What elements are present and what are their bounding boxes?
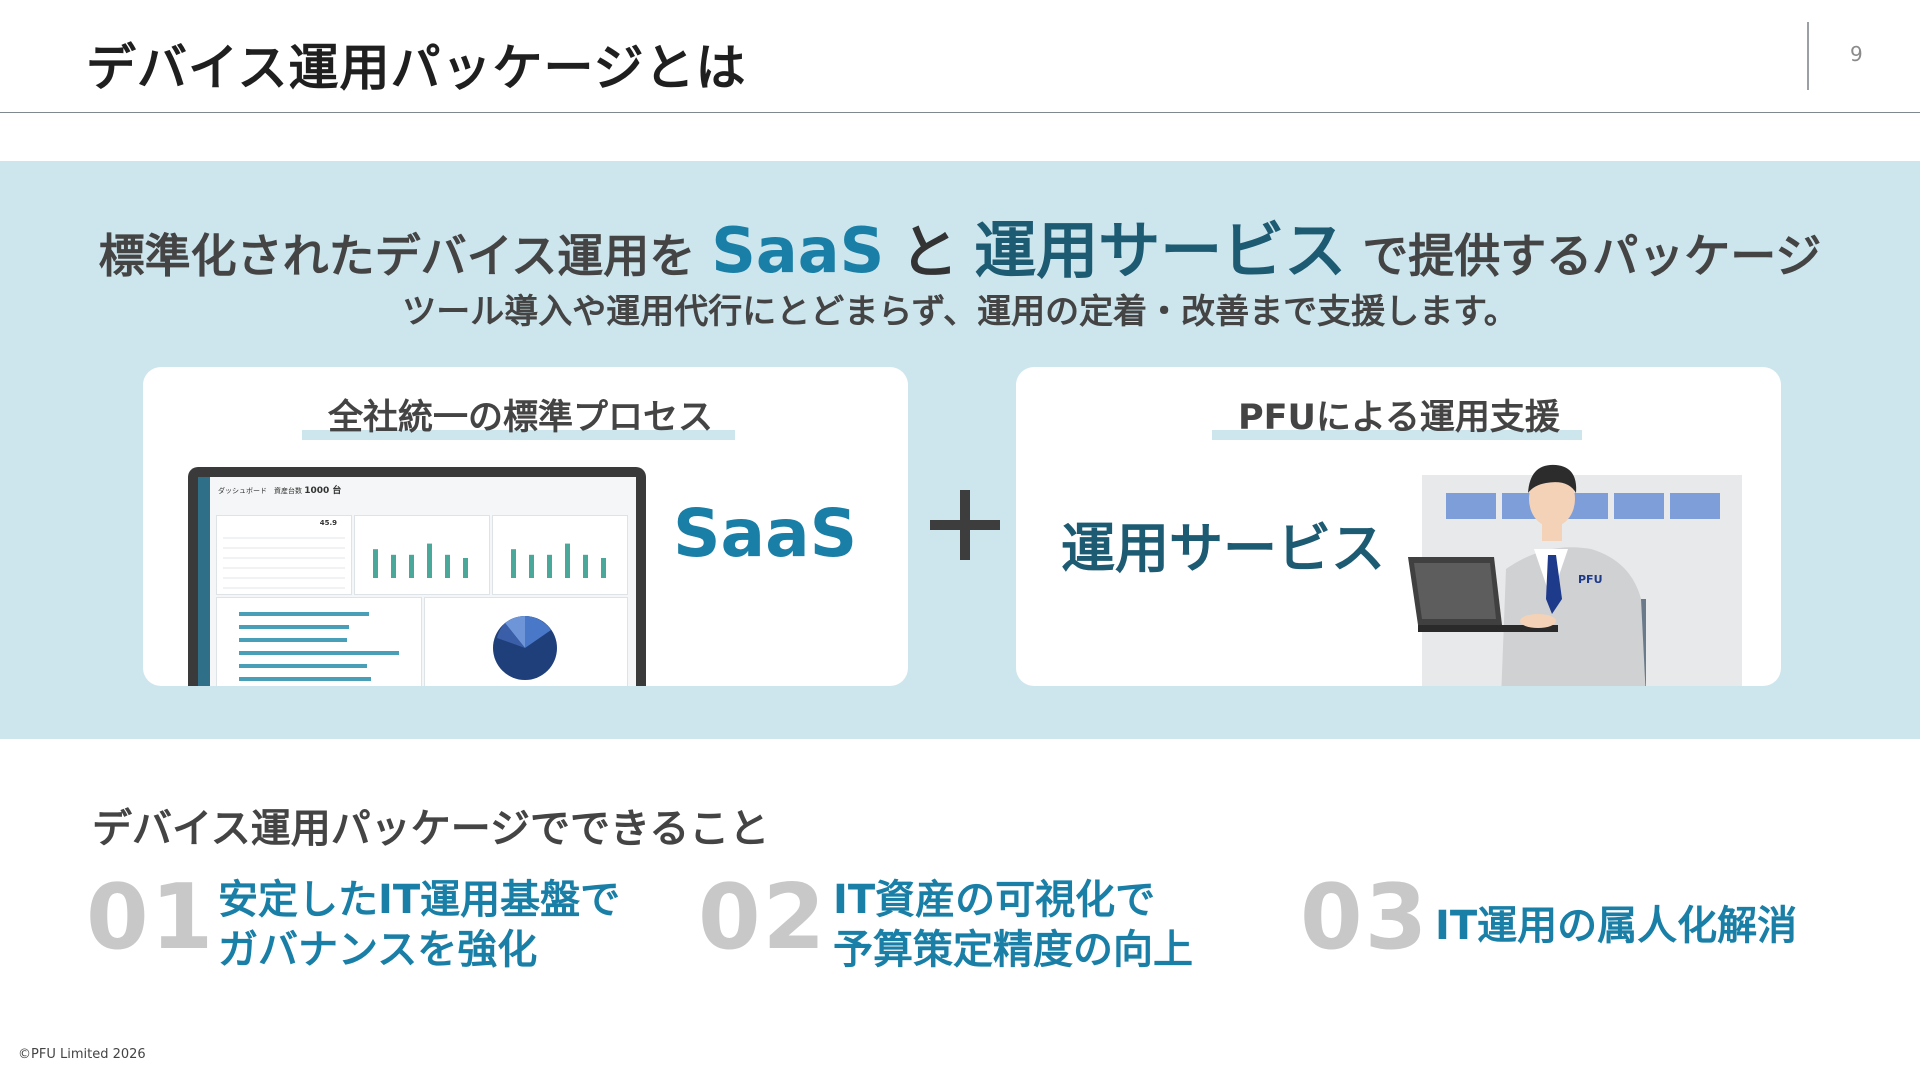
hbar-chart: [239, 612, 399, 681]
feature-number: 03: [1300, 865, 1430, 970]
necktie: [1546, 555, 1562, 614]
dashboard-title: ダッシュボード 資産台数 1000 台: [218, 486, 342, 496]
mini-bar: [601, 558, 606, 578]
mini-bar: [427, 543, 432, 578]
title-divider: [1807, 22, 1809, 90]
mini-bar: [391, 554, 396, 578]
saas-card: 全社統一の標準プロセス ダッシュボード 資産台数 1000 台 45.9: [143, 367, 908, 686]
headline-prefix: 標準化されたデバイス運用を: [98, 229, 696, 283]
mini-bar: [409, 554, 414, 578]
saas-card-heading: 全社統一の標準プロセス: [302, 389, 736, 440]
bar-chart-2: [511, 543, 606, 578]
mini-bar: [547, 554, 552, 578]
mini-bar: [373, 549, 378, 578]
headline-suffix: で提供するパッケージ: [1362, 229, 1822, 283]
page-number: 9: [1850, 42, 1863, 66]
headline-saas: SaaS: [711, 214, 885, 287]
feature-number: 02: [698, 865, 828, 970]
laptop-illustration: ダッシュボード 資産台数 1000 台 45.9: [188, 467, 646, 686]
service-card: PFUによる運用支援 運用サービス PFU: [1016, 367, 1781, 686]
header-rule: [0, 112, 1920, 113]
support-staff-illustration: PFU: [1408, 464, 1742, 686]
staff-jacket: [1501, 547, 1646, 686]
features-section-title: デバイス運用パッケージでできること: [92, 806, 770, 852]
mini-bar: [445, 554, 450, 578]
mini-bar: [529, 554, 534, 578]
mini-bar: [511, 549, 516, 578]
dashboard-sidebar: [198, 477, 210, 686]
staff-face: [1529, 471, 1575, 527]
bar-chart-panel-2: [492, 515, 628, 595]
headline-service: 運用サービス: [974, 214, 1347, 287]
hbar-chart-panel: [216, 597, 422, 686]
asset-table-panel: 45.9: [216, 515, 352, 595]
laptop-base: [1418, 625, 1558, 632]
pie-chart-panel: [424, 597, 628, 686]
copyright: ©PFU Limited 2026: [18, 1047, 146, 1062]
office-windows: [1446, 493, 1720, 519]
subheadline: ツール導入や運用代行にとどまらず、運用の定着・改善まで支援します。: [402, 292, 1518, 332]
bar-chart-1: [373, 543, 468, 578]
staff-hair: [1528, 464, 1577, 493]
service-card-heading: PFUによる運用支援: [1212, 389, 1582, 440]
saas-label: SaaS: [673, 495, 858, 572]
headline-conjunction: と: [900, 218, 959, 286]
mini-bar: [463, 558, 468, 578]
pie-chart: [493, 616, 557, 680]
plus-icon: [930, 490, 1000, 560]
saas-card-heading-text: 全社統一の標準プロセス: [328, 398, 714, 438]
pfu-badge: PFU: [1578, 573, 1603, 586]
slide-title: デバイス運用パッケージとは: [86, 39, 747, 97]
asset-table-lines: [223, 537, 345, 589]
mini-bar: [565, 543, 570, 578]
ops-service-label: 運用サービス: [1061, 517, 1385, 580]
bar-chart-panel-1: [354, 515, 490, 595]
service-card-heading-text: PFUによる運用支援: [1238, 398, 1560, 438]
feature-text: IT運用の属人化解消: [1435, 903, 1798, 949]
kpi-value: 45.9: [319, 519, 337, 527]
heading-underline: [302, 430, 736, 440]
dashboard-screen: ダッシュボード 資産台数 1000 台 45.9: [198, 477, 636, 686]
headline: 標準化されたデバイス運用を SaaS と 運用サービス で提供するパッケージ: [0, 200, 1920, 290]
feature-text: IT資産の可視化で 予算策定精度の向上: [833, 877, 1193, 973]
heading-underline: [1212, 430, 1582, 440]
feature-text: 安定したIT運用基盤で ガバナンスを強化: [218, 877, 621, 973]
feature-number: 01: [86, 865, 216, 970]
mini-bar: [583, 554, 588, 578]
